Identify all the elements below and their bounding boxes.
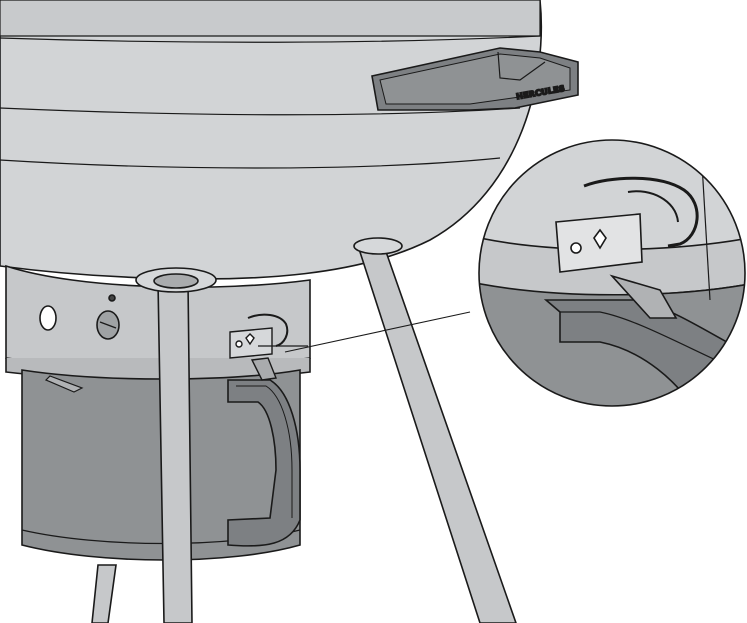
lid-handle: HERCULES xyxy=(371,47,579,111)
ash-pan-handle xyxy=(227,379,301,547)
legs xyxy=(91,237,517,623)
zoom-detail xyxy=(478,139,746,407)
flame-icon xyxy=(245,333,255,346)
lock-icon xyxy=(593,228,607,250)
grill-bowl xyxy=(0,0,543,280)
vent-lever xyxy=(229,313,308,381)
zoom-leader-line xyxy=(284,311,471,353)
